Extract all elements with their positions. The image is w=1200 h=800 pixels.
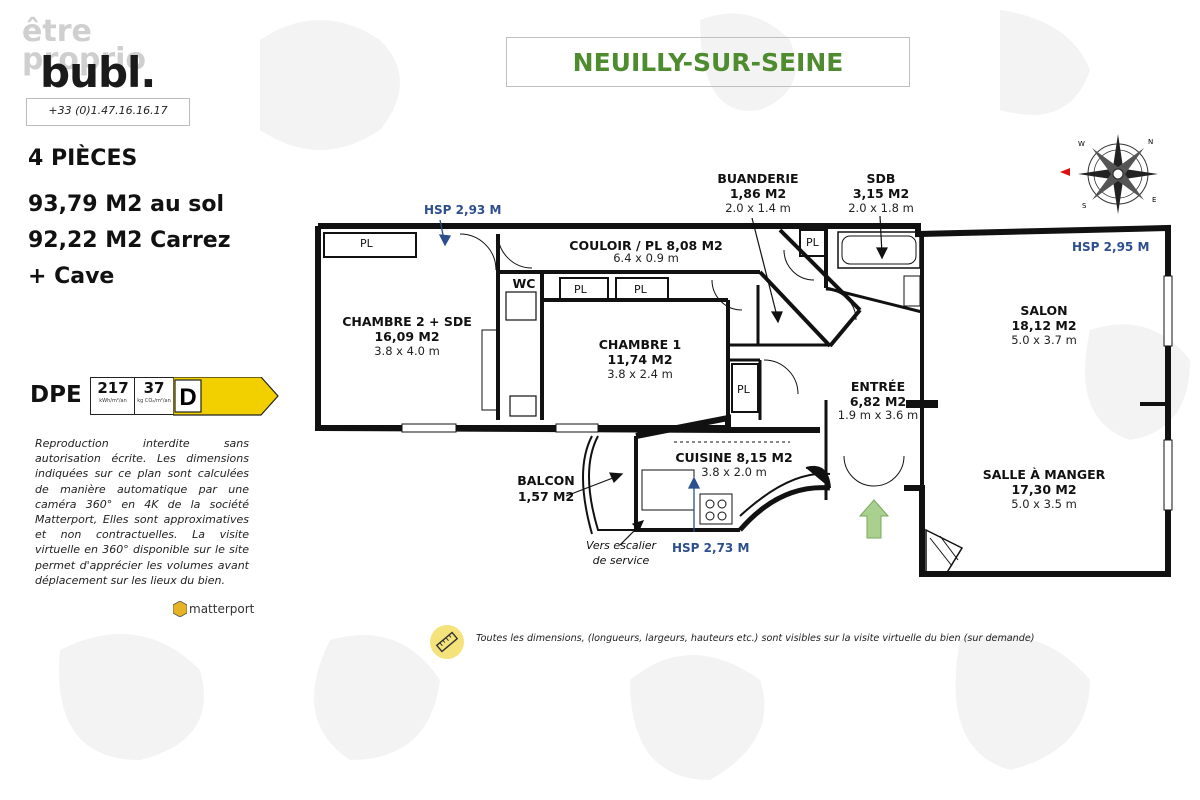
dpe-energy-value: 217	[97, 379, 129, 397]
room-entree-dims: 1.9 m x 3.6 m	[837, 408, 919, 422]
room-chambre1-name: CHAMBRE 1	[598, 337, 682, 352]
room-sam-area: 17,30 M2	[1011, 482, 1077, 497]
disclaimer-text: Reproduction interdite sans autorisation…	[35, 437, 249, 587]
area-carrez: 92,22 M2 Carrez	[28, 228, 231, 253]
room-wc-name: WC	[512, 276, 536, 291]
room-cuisine-name: CUISINE 8,15 M2	[675, 450, 793, 465]
room-chambre1-area: 11,74 M2	[607, 352, 673, 367]
room-salon-dims: 5.0 x 3.7 m	[1011, 333, 1077, 347]
room-balcon-area: 1,57 M2	[517, 489, 575, 504]
brand-logo: bubl.	[40, 48, 156, 97]
room-sam-dims: 5.0 x 3.5 m	[1011, 497, 1077, 511]
brand-ghost-line1: être	[22, 14, 92, 49]
cave-note: + Cave	[28, 264, 115, 289]
dpe-label: DPE	[30, 382, 82, 408]
room-sdb-name: SDB	[866, 171, 896, 186]
pl-label-2: PL	[634, 283, 647, 296]
compass-n: N	[1148, 138, 1153, 146]
hsp-label-2: HSP 2,95 M	[1072, 240, 1150, 254]
dpe-ges-value: 37	[143, 379, 165, 397]
dpe-energy-unit: kWh/m²/an	[99, 398, 127, 404]
room-chambre2-dims: 3.8 x 4.0 m	[374, 344, 440, 358]
hsp-label-3: HSP 2,73 M	[672, 541, 750, 555]
area-au-sol: 93,79 M2 au sol	[28, 192, 225, 217]
compass-e: E	[1152, 196, 1156, 204]
title-box	[506, 37, 910, 87]
room-buanderie-area: 1,86 M2	[729, 186, 787, 201]
hsp-label-1: HSP 2,93 M	[424, 203, 502, 217]
room-salon-area: 18,12 M2	[1011, 318, 1077, 333]
room-sam-name: SALLE À MANGER	[982, 467, 1106, 482]
ruler-icon	[430, 625, 464, 659]
room-chambre2-name: CHAMBRE 2 + SDE	[342, 314, 472, 329]
room-salon-name: SALON	[1020, 303, 1068, 318]
room-balcon-name: BALCON	[517, 473, 575, 488]
pl-label-4: PL	[806, 236, 819, 249]
room-sdb-dims: 2.0 x 1.8 m	[848, 201, 914, 215]
dpe-class-arrow: D	[173, 377, 279, 416]
pieces-count: 4 PIÈCES	[28, 146, 138, 171]
footnote-text: Toutes les dimensions, (longueurs, large…	[476, 633, 1035, 644]
pl-label-3: PL	[737, 383, 750, 396]
compass-w: W	[1078, 140, 1085, 148]
room-couloir-name: COULOIR / PL 8,08 M2	[569, 238, 723, 253]
matterport-label: matterport	[189, 602, 255, 616]
escalier-note-line1: Vers escalier	[585, 539, 657, 552]
dpe-class-letter: D	[179, 384, 196, 411]
room-chambre2-area: 16,09 M2	[374, 329, 440, 344]
escalier-note-line2: de service	[592, 554, 650, 567]
phone-box	[26, 98, 190, 126]
compass-rose-icon: N E S W	[1060, 134, 1158, 214]
dpe-energy-box: 217 kWh/m²/an	[90, 377, 136, 415]
brand-ghost-text: être proprio	[22, 14, 147, 77]
compass-s: S	[1082, 202, 1087, 210]
page-title: NEUILLY-SUR-SEINE	[572, 48, 844, 77]
room-sdb-area: 3,15 M2	[852, 186, 910, 201]
room-entree-name: ENTRÉE	[850, 379, 906, 394]
room-buanderie-dims: 2.0 x 1.4 m	[725, 201, 791, 215]
room-chambre1-dims: 3.8 x 2.4 m	[607, 367, 673, 381]
brand-ghost-line2: proprio	[22, 42, 147, 77]
dpe-ges-unit: kg CO₂/m²/an	[137, 398, 171, 404]
pl-label-chambre2: PL	[360, 237, 373, 250]
dpe-ges-box: 37 kg CO₂/m²/an	[134, 377, 174, 415]
pl-label-1: PL	[574, 283, 587, 296]
room-entree-area: 6,82 M2	[849, 394, 907, 409]
room-couloir-dims: 6.4 x 0.9 m	[613, 251, 679, 265]
wall-outer-right	[318, 223, 1171, 577]
room-buanderie-name: BUANDERIE	[717, 171, 799, 186]
phone-number[interactable]: +33 (0)1.47.16.16.17	[48, 104, 168, 117]
room-cuisine-dims: 3.8 x 2.0 m	[701, 465, 767, 479]
